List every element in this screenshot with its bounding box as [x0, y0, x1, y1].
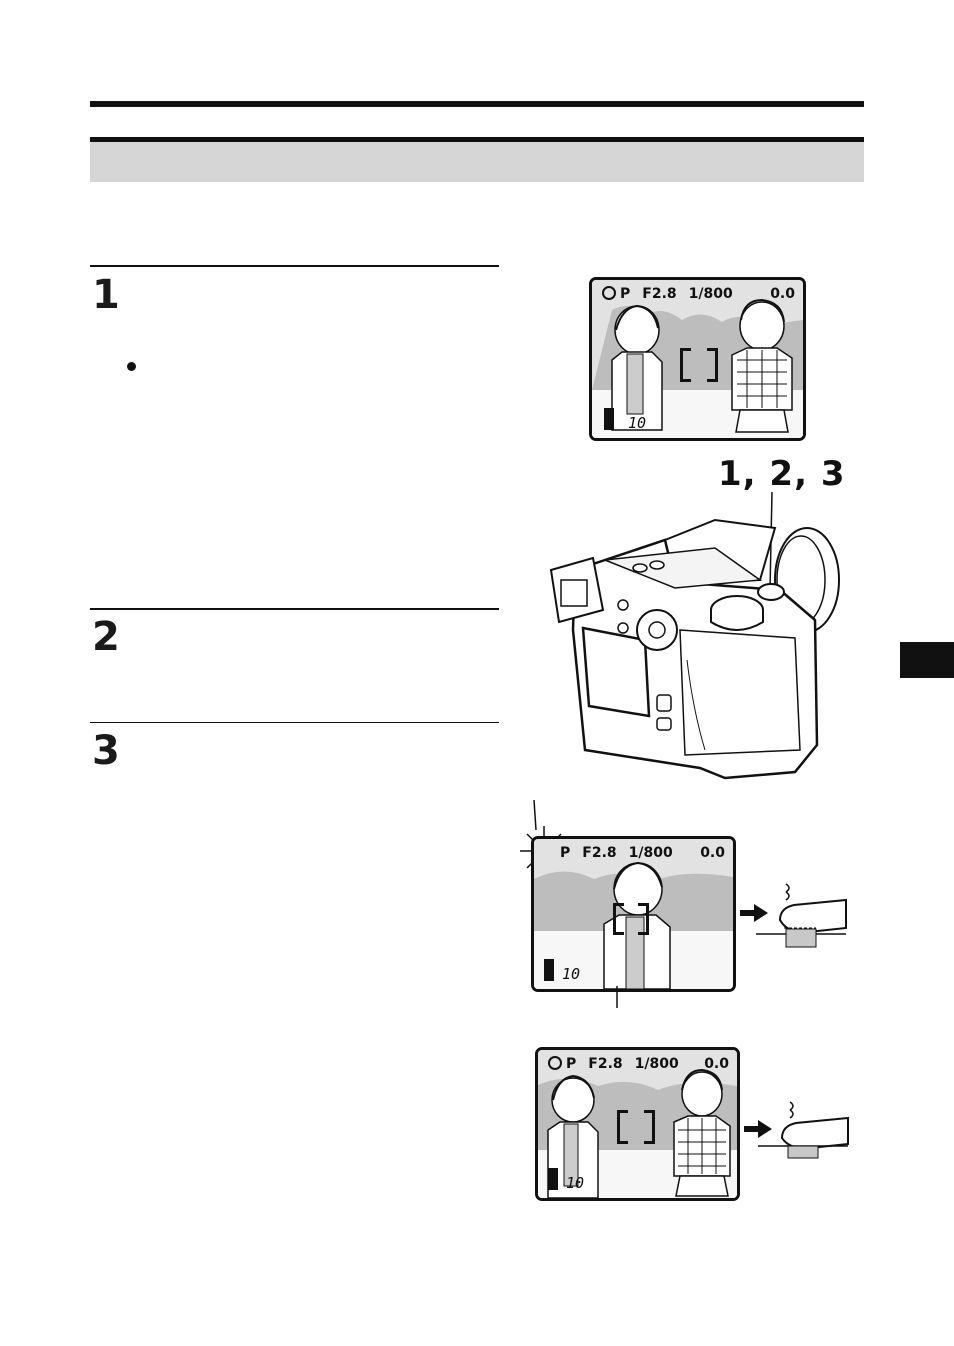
exposure-readout: 0.0 — [770, 286, 795, 302]
green-lamp-icon — [602, 286, 616, 300]
exposure-readout: 0.0 — [700, 845, 725, 861]
finger-press-icon — [740, 883, 847, 948]
shutter-readout: 1/800 — [628, 845, 673, 861]
step-number-2: 2 — [92, 614, 120, 660]
arrow-right-icon — [740, 904, 768, 922]
shutter-readout: 1/800 — [688, 286, 733, 302]
scene-illustration — [592, 280, 803, 438]
lcd-status-bar: P F2.8 1/800 0.0 — [560, 844, 725, 862]
step-1-rule — [90, 265, 499, 267]
arrow-right-icon — [744, 1120, 772, 1138]
battery-icon — [548, 1168, 558, 1190]
mode-readout: P — [620, 286, 631, 302]
section-rule — [90, 137, 864, 142]
lcd-screen-recompose: P F2.8 1/800 0.0 10 — [535, 1047, 740, 1201]
step-3-rule — [90, 722, 499, 723]
lcd-screen-standby: P F2.8 1/800 0.0 10 — [589, 277, 806, 441]
callout-label: 1, 2, 3 — [718, 454, 846, 494]
step-number-1: 1 — [92, 272, 120, 318]
af-target-mark — [680, 348, 718, 382]
lcd-status-bar: P F2.8 1/800 0.0 — [548, 1055, 729, 1073]
af-mark-leader-line — [616, 986, 618, 1008]
bullet-point — [127, 362, 136, 371]
shutter-readout: 1/800 — [634, 1056, 679, 1072]
header-rule — [90, 101, 864, 107]
mode-readout: P — [560, 845, 571, 861]
step-2-rule — [90, 608, 499, 610]
af-target-mark — [617, 1110, 655, 1144]
finger-press-icon — [744, 1101, 849, 1159]
battery-icon — [544, 959, 554, 981]
lcd-status-bar: P F2.8 1/800 0.0 — [602, 285, 795, 303]
aperture-readout: F2.8 — [582, 845, 617, 861]
frames-remaining: 10 — [566, 1174, 585, 1192]
scene-illustration — [534, 839, 733, 989]
lcd-screen-focus-lock: P F2.8 1/800 0.0 10 — [531, 836, 736, 992]
section-title-band — [90, 142, 864, 182]
af-target-mark — [613, 903, 649, 935]
camera-illustration — [549, 518, 840, 780]
scene-illustration — [538, 1050, 737, 1198]
aperture-readout: F2.8 — [588, 1056, 623, 1072]
aperture-readout: F2.8 — [642, 286, 677, 302]
chapter-tab — [900, 642, 954, 678]
green-lamp-icon — [548, 1056, 562, 1070]
step-number-3: 3 — [92, 728, 120, 774]
mode-readout: P — [566, 1056, 577, 1072]
frames-remaining: 10 — [562, 965, 581, 983]
frames-remaining: 10 — [628, 414, 647, 432]
exposure-readout: 0.0 — [704, 1056, 729, 1072]
battery-icon — [604, 408, 614, 430]
